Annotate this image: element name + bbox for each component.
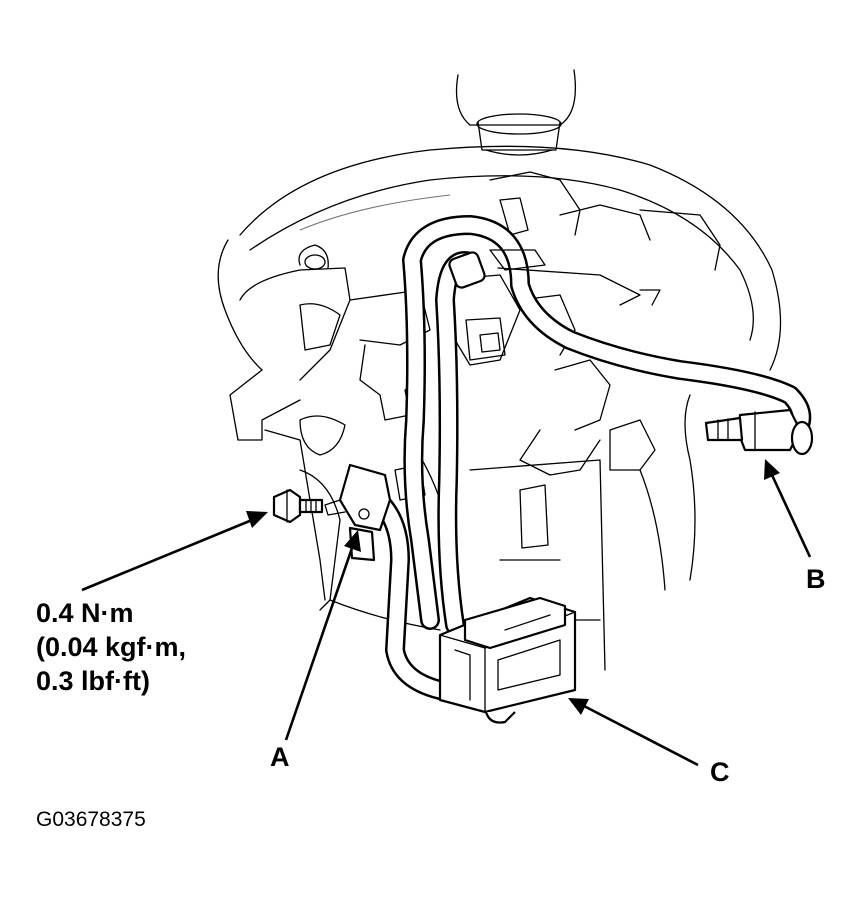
leader-arrow-b (764, 459, 812, 558)
component-c-connector (438, 596, 577, 724)
torque-specification: 0.4 N·m (0.04 kgf·m, 0.3 lbf·ft) (36, 596, 186, 698)
steering-shaft (455, 69, 577, 156)
callout-label-c: C (710, 757, 730, 787)
torque-line-3: 0.3 lbf·ft) (36, 666, 150, 696)
wire-harness (368, 215, 812, 700)
callout-label-a: A (270, 742, 290, 772)
switch-housing (229, 171, 721, 671)
callout-label-b: B (806, 564, 826, 594)
leader-arrow-torque (81, 511, 268, 592)
leader-arrow-c (568, 698, 699, 767)
leader-arrow-a (284, 530, 361, 741)
figure-id: G03678375 (36, 808, 146, 831)
bolt (272, 488, 324, 524)
column-cover (217, 145, 782, 591)
torque-line-2: (0.04 kgf·m, (36, 632, 187, 662)
component-b-sensor (704, 408, 814, 456)
torque-line-1: 0.4 N·m (36, 598, 134, 628)
